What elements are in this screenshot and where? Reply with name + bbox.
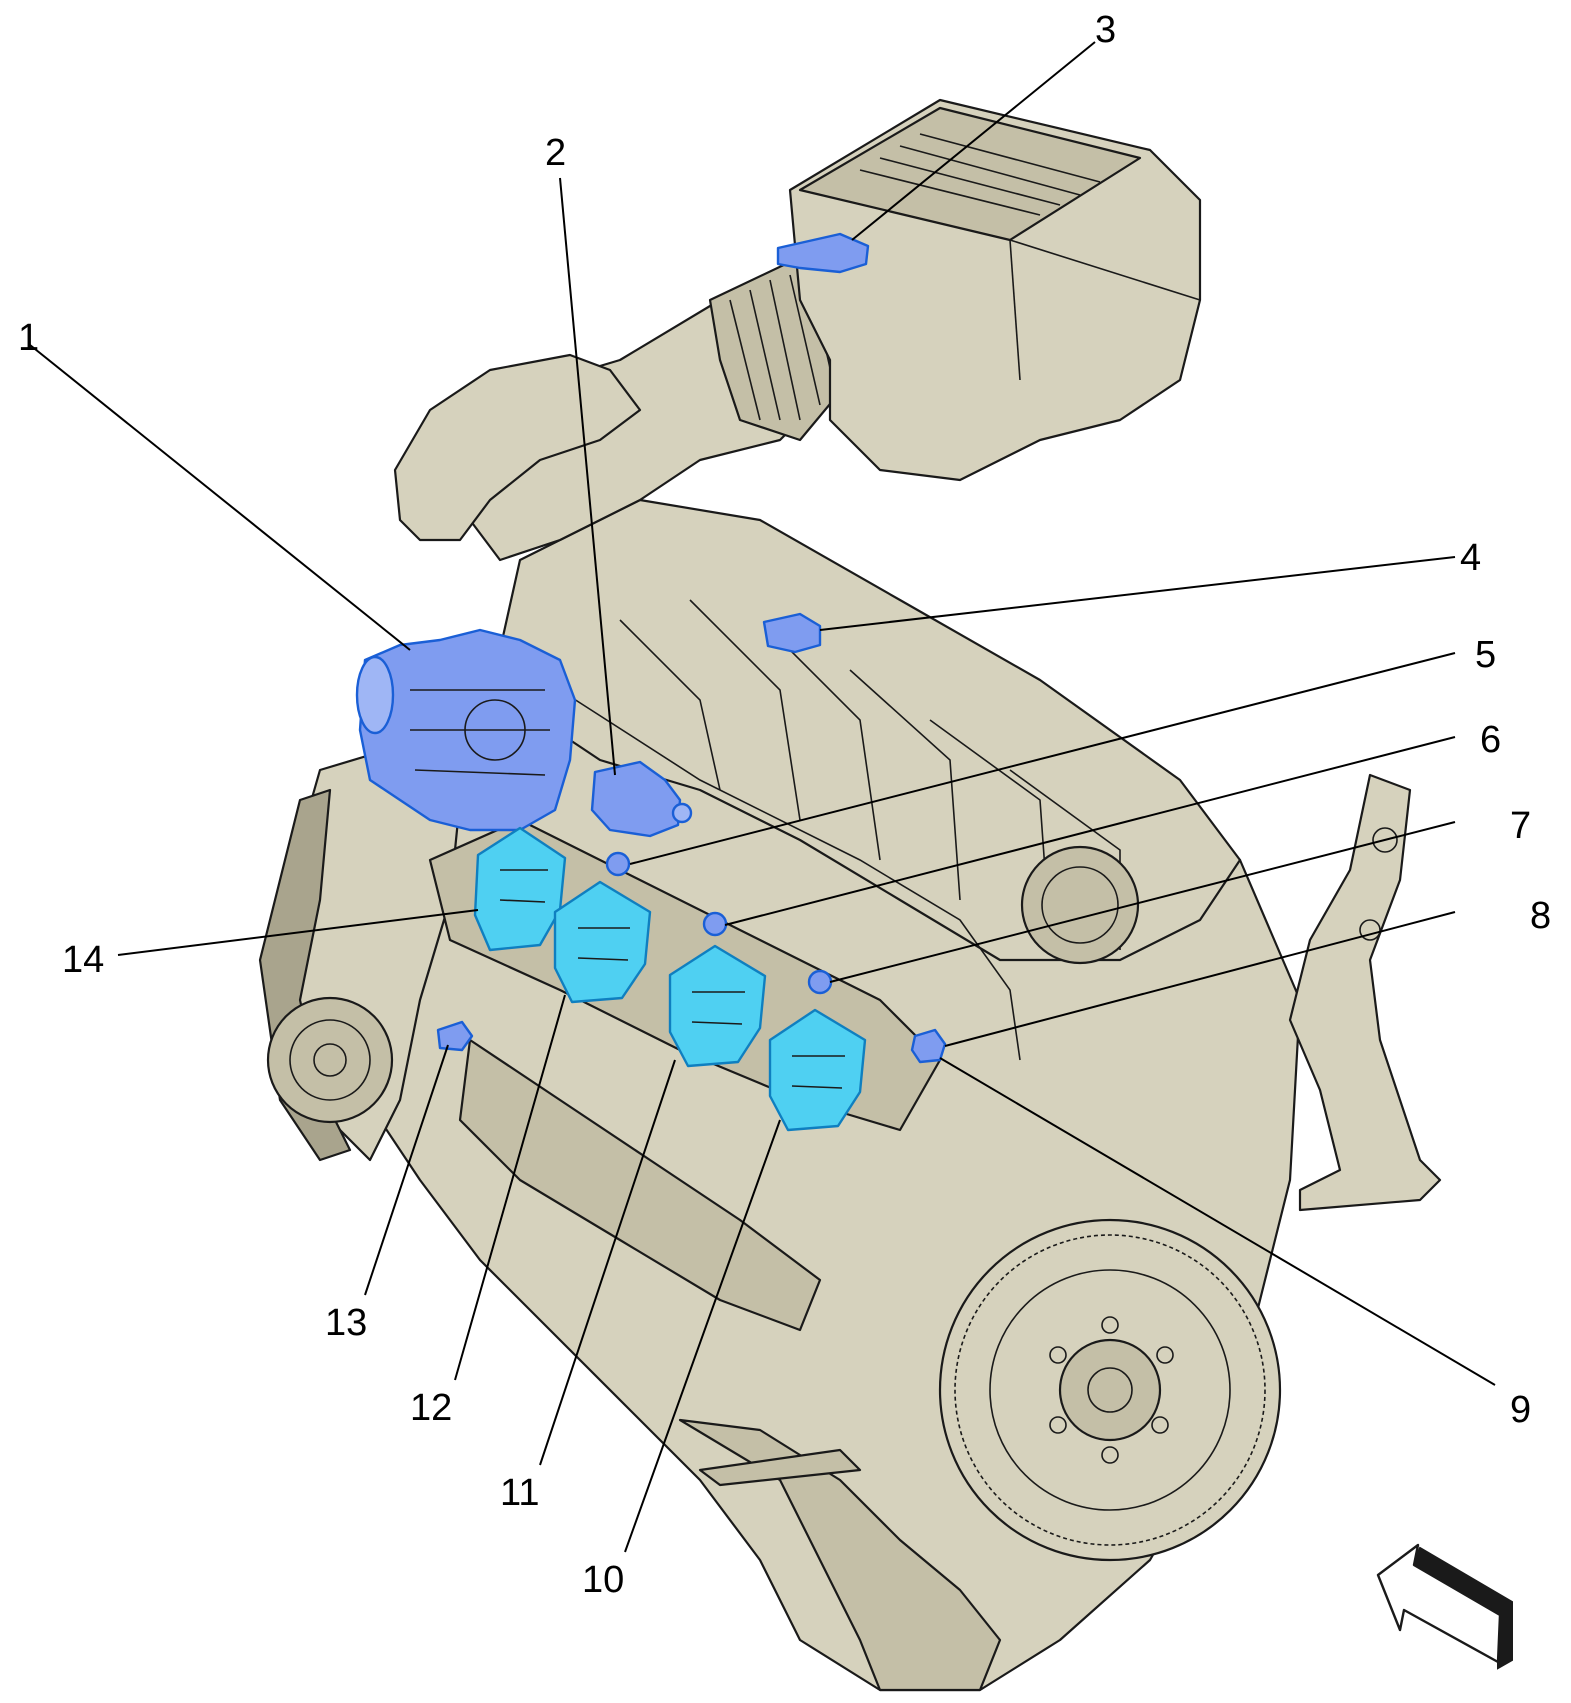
fuel-injector-connector-1 (605, 851, 631, 877)
knock-sensor (436, 1020, 474, 1052)
callout-8: 8 (1530, 895, 1551, 937)
leader-5 (629, 652, 1456, 865)
engine-mount-bracket (1288, 773, 1442, 1212)
leader-10 (624, 1119, 781, 1553)
intake-resonator (393, 353, 642, 542)
callout-1: 1 (18, 317, 39, 359)
ignition-coil-11 (668, 944, 767, 1068)
leader-1 (29, 344, 411, 651)
leader-lines (29, 41, 1496, 1553)
leader-8 (944, 911, 1456, 1047)
leader-6 (724, 736, 1456, 926)
callout-9: 9 (1510, 1389, 1531, 1431)
callout-7: 7 (1510, 805, 1531, 847)
callout-2: 2 (545, 132, 566, 174)
callout-labels: 1 2 3 4 5 6 7 8 9 10 11 12 13 14 (18, 9, 1551, 1601)
callout-5: 5 (1475, 634, 1496, 676)
leader-13 (364, 1044, 449, 1296)
front-direction-arrow-icon (1376, 1543, 1513, 1670)
leader-7 (829, 821, 1456, 983)
leader-11 (539, 1059, 676, 1466)
manifold-absolute-pressure-sensor (762, 612, 822, 654)
callout-3: 3 (1095, 9, 1116, 51)
evap-canister-purge-solenoid (590, 760, 682, 838)
leader-12 (454, 994, 566, 1381)
air-cleaner-lid (798, 106, 1142, 242)
leader-9 (939, 1057, 1496, 1386)
callout-6: 6 (1480, 719, 1501, 761)
callout-10: 10 (582, 1559, 624, 1601)
leader-14 (117, 909, 479, 956)
intake-manifold (498, 498, 1242, 962)
camshaft-position-sensor (910, 1028, 947, 1064)
leader-2 (559, 177, 616, 776)
callout-4: 4 (1460, 537, 1481, 579)
engine-body (258, 98, 1442, 1692)
ignition-coil-12 (553, 880, 652, 1004)
ignition-coil-14 (473, 826, 567, 952)
leader-4 (819, 556, 1456, 631)
callout-11: 11 (500, 1472, 539, 1514)
callout-13: 13 (325, 1302, 367, 1344)
ignition-coil-10 (768, 1008, 867, 1132)
crank-pulley (266, 996, 394, 1124)
throttle-body (1020, 845, 1140, 965)
highlighted-components (355, 232, 947, 1132)
callout-12: 12 (410, 1387, 452, 1429)
mass-air-flow-sensor (776, 232, 870, 274)
leader-3 (851, 41, 1096, 241)
fuel-injector-connector-2 (702, 911, 728, 937)
engine-mount-foot (698, 1448, 862, 1487)
fuel-injector-connector-3 (807, 969, 833, 995)
callout-14: 14 (62, 939, 104, 981)
